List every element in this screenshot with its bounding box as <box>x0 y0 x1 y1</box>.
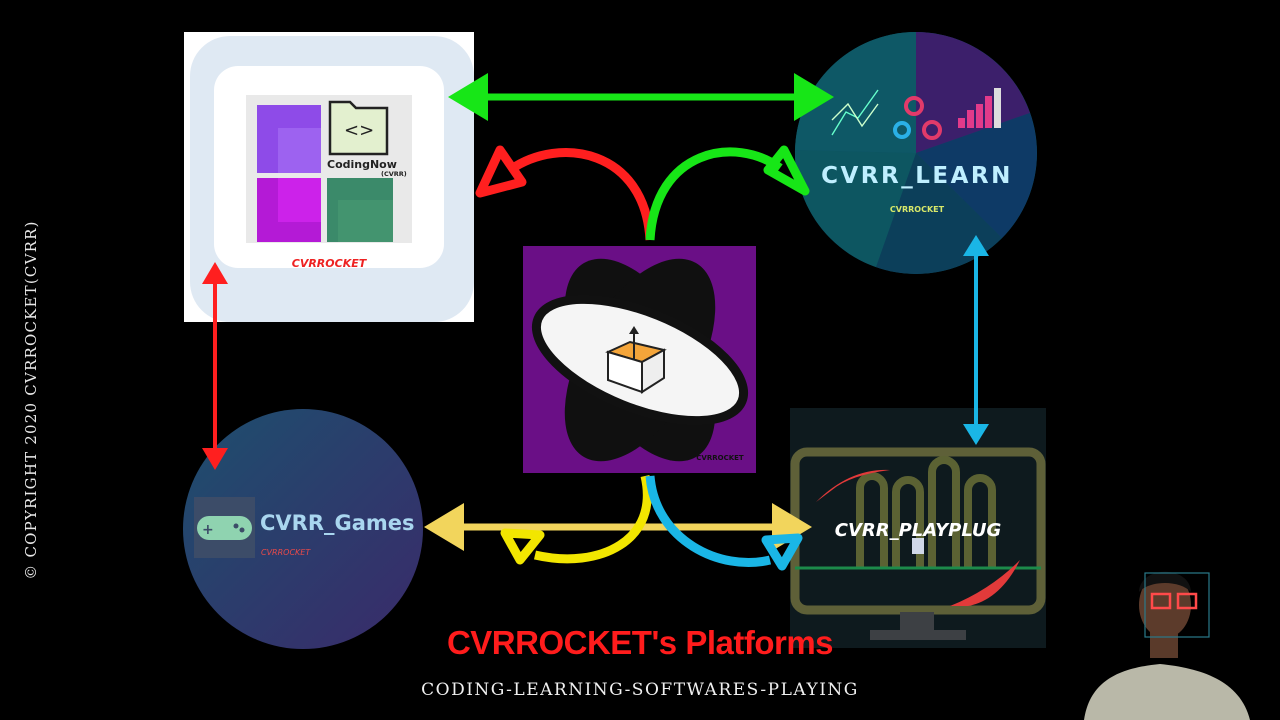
learn-node[interactable]: CVRR_LEARN CVRROCKET <box>794 32 1037 274</box>
svg-text:<>: <> <box>344 120 374 141</box>
gamepad-icon: + <box>197 516 252 540</box>
arrow-codingnow-games <box>202 262 228 470</box>
learn-brand: CVRROCKET <box>890 205 945 214</box>
gears-icon <box>893 96 942 140</box>
games-label: CVRR_Games <box>260 511 415 535</box>
code-folder-icon: <> <box>328 100 389 156</box>
center-brand: CVRROCKET <box>696 454 744 462</box>
codingnow-sublabel: (CVRR) <box>381 170 407 178</box>
games-node[interactable]: + CVRR_Games CVRROCKET <box>183 409 423 649</box>
codingnow-brand: CVRROCKET <box>292 257 368 270</box>
arrow-center-learn <box>645 145 810 241</box>
bar-chart-icon <box>958 88 1001 128</box>
learn-label: CVRR_LEARN <box>821 163 1013 189</box>
page-subtitle: CODING-LEARNING-SOFTWARES-PLAYING <box>421 680 859 700</box>
page-title: CVRROCKET's Platforms <box>446 624 834 661</box>
box-icon <box>605 326 667 394</box>
copyright-text: © COPYRIGHT 2020 CVRROCKET(CVRR) <box>22 220 40 580</box>
svg-text:+: + <box>202 522 214 538</box>
arrow-center-games <box>500 474 652 565</box>
codingnow-label: CodingNow <box>327 158 397 171</box>
document-icon <box>912 538 924 554</box>
codingnow-node[interactable]: <> CodingNow (CVRR) CVRROCKET <box>184 32 474 322</box>
playplug-label: CVRR_PLAYPLUG <box>835 520 1002 541</box>
arrow-codingnow-learn <box>448 73 834 121</box>
line-chart-icon <box>831 89 879 136</box>
center-node[interactable]: CVRROCKET <box>520 234 760 486</box>
games-brand: CVRROCKET <box>261 548 311 557</box>
playplug-node[interactable]: CVRR_PLAYPLUG <box>790 408 1046 648</box>
arrow-center-codingnow <box>475 145 655 241</box>
arrow-center-playplug <box>645 475 803 571</box>
arrow-learn-playplug <box>963 235 989 445</box>
presenter-webcam <box>1084 571 1250 720</box>
